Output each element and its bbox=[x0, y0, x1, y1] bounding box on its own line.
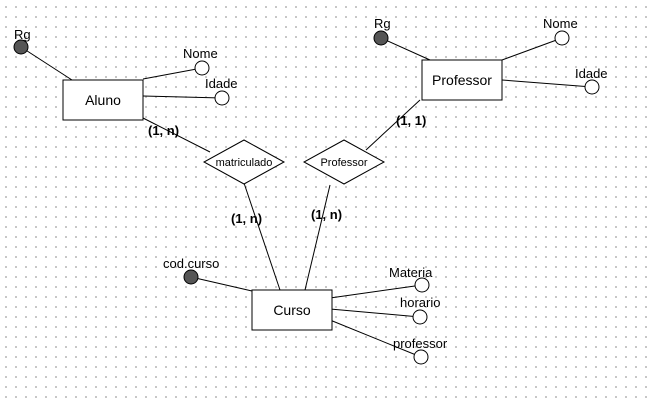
curso-horario-attribute[interactable] bbox=[412, 309, 428, 325]
curso-codcurso-label: cod.curso bbox=[163, 256, 219, 271]
curso-horario-label: horario bbox=[400, 295, 440, 310]
attribute-markers bbox=[13, 30, 600, 365]
aluno-rg-key-attribute[interactable] bbox=[13, 39, 29, 55]
entity-aluno-label: Aluno bbox=[85, 92, 121, 108]
curso-materia-connector bbox=[329, 284, 423, 299]
aluno-rg-label: Rg bbox=[14, 27, 31, 42]
professor-rg-label: Rg bbox=[374, 16, 391, 31]
professor-idade-label: Idade bbox=[575, 66, 608, 81]
aluno-idade-connector bbox=[142, 95, 223, 99]
professor-nome-attribute[interactable] bbox=[554, 30, 570, 46]
entity-professor-box[interactable] bbox=[421, 59, 503, 101]
entity-aluno[interactable]: Aluno bbox=[62, 79, 144, 121]
cardinality-matriculado-curso: (1, n) bbox=[231, 211, 262, 226]
cardinality-professor-rel: (1, 1) bbox=[396, 113, 426, 128]
relationship-matriculado[interactable]: matriculado bbox=[202, 139, 286, 185]
entity-curso-box[interactable] bbox=[251, 289, 333, 331]
rel-curso-connector bbox=[304, 184, 331, 291]
entity-curso[interactable]: Curso bbox=[251, 289, 333, 331]
professor-rel-connector bbox=[365, 99, 421, 151]
curso-professor-label: professor bbox=[393, 336, 448, 351]
aluno-nome-label: Nome bbox=[183, 46, 218, 61]
professor-nome-connector bbox=[501, 37, 563, 61]
curso-codcurso-connector bbox=[190, 276, 253, 292]
entity-professor[interactable]: Professor bbox=[421, 59, 503, 101]
aluno-idade-attribute[interactable] bbox=[214, 90, 230, 106]
curso-professor-attribute[interactable] bbox=[413, 349, 429, 365]
cardinality-labels: (1, n) (1, n) (1, 1) (1, n) bbox=[148, 113, 426, 226]
professor-idade-attribute[interactable] bbox=[584, 79, 600, 95]
curso-professor-connector bbox=[329, 319, 422, 358]
relationship-professor-label: Professor bbox=[320, 157, 367, 169]
attribute-labels: Rg Nome Idade Rg Nome Idade cod.curso Ma… bbox=[14, 16, 608, 351]
curso-horario-connector bbox=[329, 308, 421, 318]
aluno-nome-attribute[interactable] bbox=[194, 60, 210, 76]
relationship-professor[interactable]: Professor bbox=[302, 139, 386, 185]
curso-codcurso-key-attribute[interactable] bbox=[183, 269, 199, 285]
entity-professor-label: Professor bbox=[432, 72, 492, 88]
matriculado-curso-connector bbox=[243, 182, 281, 291]
connector-lines bbox=[20, 37, 593, 358]
curso-materia-attribute[interactable] bbox=[414, 277, 430, 293]
cardinality-rel-curso: (1, n) bbox=[311, 207, 342, 222]
entity-curso-label: Curso bbox=[273, 302, 311, 318]
curso-materia-label: Materia bbox=[389, 265, 433, 280]
professor-rg-connector bbox=[380, 37, 431, 61]
professor-idade-connector bbox=[501, 79, 593, 88]
aluno-rg-connector bbox=[20, 46, 73, 81]
aluno-idade-label: Idade bbox=[205, 76, 238, 91]
cardinality-aluno-matriculado: (1, n) bbox=[148, 123, 179, 138]
professor-rg-key-attribute[interactable] bbox=[373, 30, 389, 46]
professor-nome-label: Nome bbox=[543, 16, 578, 31]
relationship-matriculado-diamond[interactable] bbox=[202, 139, 286, 185]
aluno-nome-connector bbox=[142, 67, 203, 80]
entity-aluno-box[interactable] bbox=[62, 79, 144, 121]
relationship-matriculado-label: matriculado bbox=[216, 157, 273, 169]
aluno-matriculado-connector bbox=[142, 117, 211, 153]
relationship-professor-diamond[interactable] bbox=[302, 139, 386, 185]
